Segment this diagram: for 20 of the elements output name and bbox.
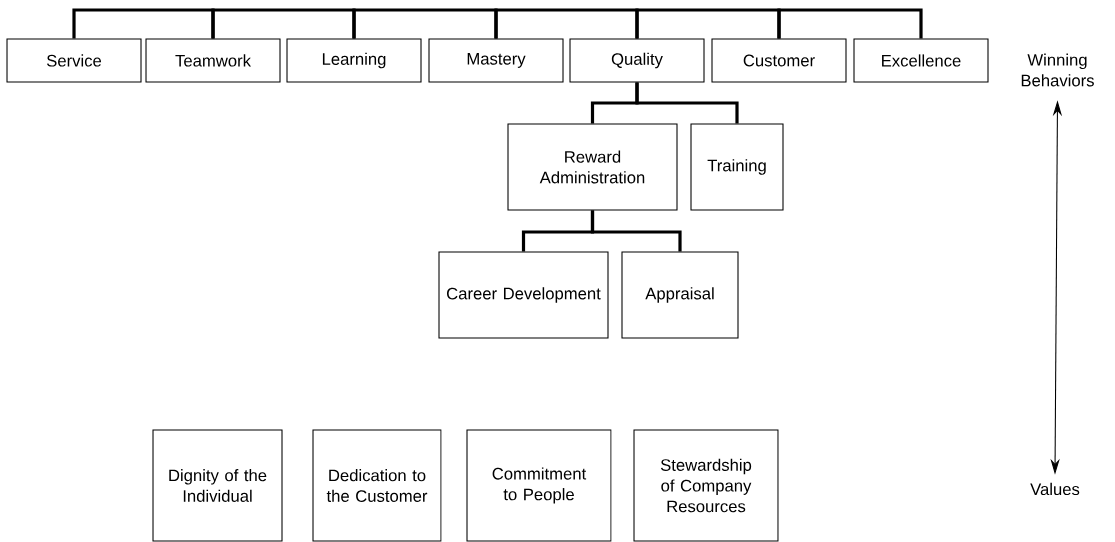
box: Quality [569, 38, 705, 83]
box: Learning [286, 38, 422, 83]
box: Mastery [428, 38, 564, 83]
connector-line [777, 8, 923, 39]
connector-line [590, 210, 682, 252]
side-label: Winning Behaviors [1021, 53, 1094, 87]
box: Dedication to the Customer [312, 429, 442, 542]
box: Career Development [438, 251, 609, 339]
box: Appraisal [621, 251, 739, 339]
box: Excellence [853, 38, 989, 83]
box: Training [690, 123, 784, 211]
connector-line [635, 82, 739, 124]
box: Teamwork [145, 38, 281, 83]
box: Commitment to People [466, 429, 612, 542]
box: Stewardship of Company Resources [633, 429, 779, 542]
box: Reward Administration [507, 123, 678, 211]
box: Customer [711, 38, 847, 83]
side-label: Values [1030, 482, 1080, 496]
box: Dignity of the Individual [152, 429, 283, 542]
box: Service [6, 38, 142, 83]
